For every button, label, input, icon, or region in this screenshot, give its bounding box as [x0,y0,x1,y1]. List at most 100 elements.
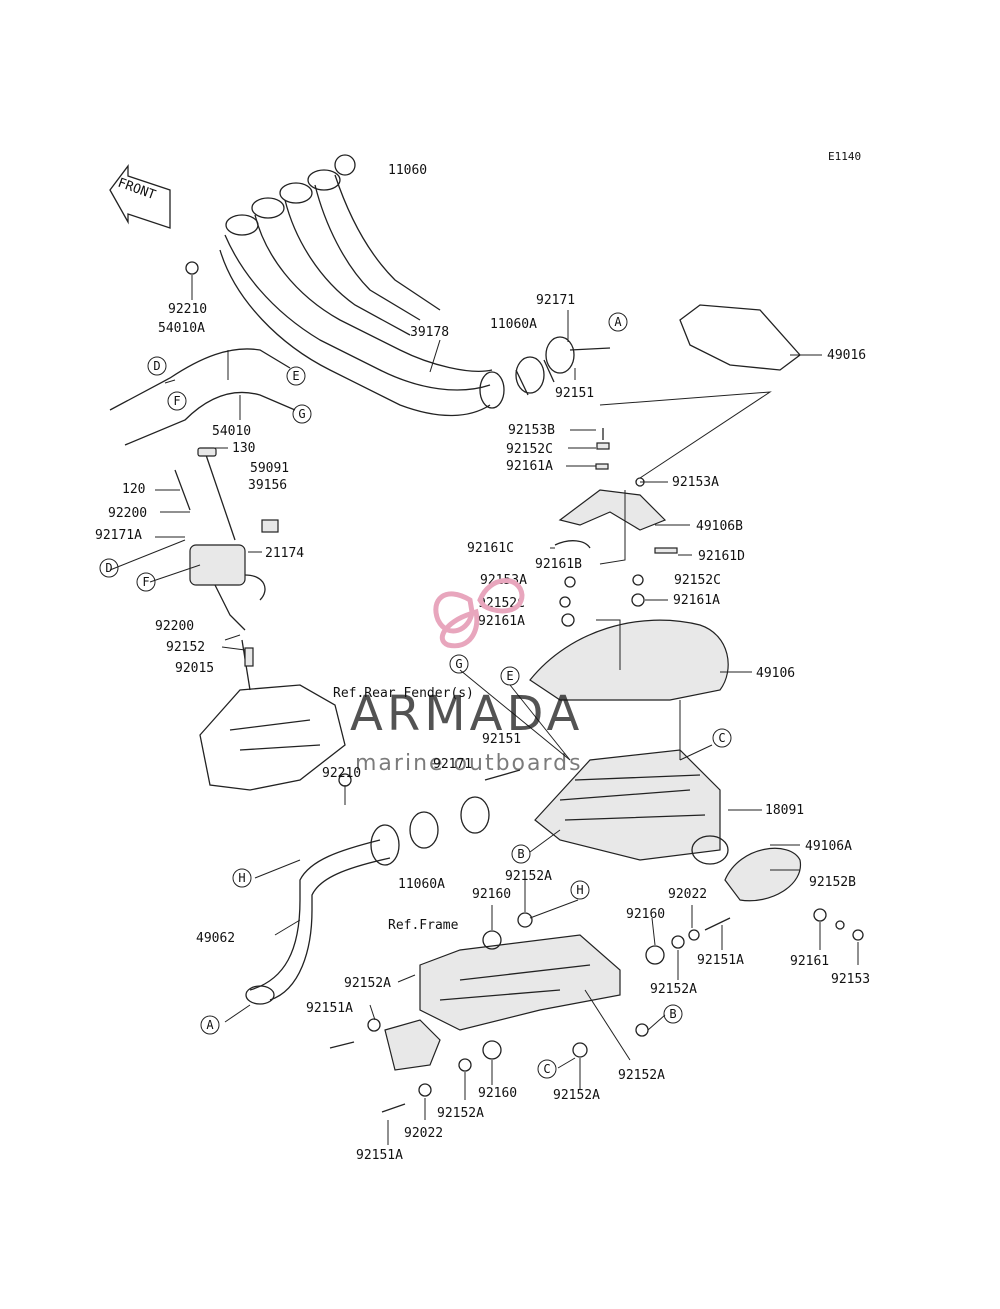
part-label: 92151A [356,1148,403,1163]
part-label: 92160 [626,907,665,922]
part-label: 92161C [467,541,514,556]
part-label: 92152A [505,869,552,884]
callout-C2: C [537,1059,557,1079]
part-label: 92152A [650,982,697,997]
part-label: 92161A [478,614,525,629]
part-label: 92171 [433,757,472,772]
svg-text:E: E [292,369,299,383]
part-label: 49062 [196,931,235,946]
callout-D2: D [99,558,119,578]
part-label: 92210 [322,766,361,781]
part-label: 49106A [805,839,852,854]
svg-text:B: B [517,847,524,861]
svg-text:A: A [206,1018,214,1032]
watermark-tagline: marine outboards [355,751,583,776]
callout-G1: G [292,404,312,424]
part-label: 92152C [674,573,721,588]
svg-text:G: G [298,407,305,421]
svg-text:D: D [105,561,112,575]
front-arrow [109,164,171,229]
callout-B2: B [663,1004,683,1024]
part-label: 92015 [175,661,214,676]
part-label: 92151A [306,1001,353,1016]
muffler-end-cap [724,847,801,902]
callout-A2: A [200,1015,220,1035]
part-label: 11060 [388,163,427,178]
part-label: 92160 [478,1086,517,1101]
part-label: 130 [232,441,255,456]
part-label: 92151 [482,732,521,747]
part-label: 39178 [410,325,449,340]
part-label: 18091 [765,803,804,818]
svg-text:C: C [718,731,725,745]
hardware [185,261,864,1113]
muffler-18091 [534,749,729,865]
diagram-code: E1140 [828,150,861,163]
leader-lines [109,275,859,1145]
exhaust-header-pipes [219,154,505,417]
part-label: 92022 [404,1126,443,1141]
part-label: 92152A [344,976,391,991]
callout-C1: C [712,728,732,748]
callout-H1: H [232,868,252,888]
part-label: 92161A [673,593,720,608]
part-label: 92200 [108,506,147,521]
svg-text:A: A [614,315,622,329]
part-label: 39156 [248,478,287,493]
callout-G2: G [449,654,469,674]
svg-text:B: B [669,1007,676,1021]
part-label: 21174 [265,546,304,561]
ref-frame: Ref.Frame [388,918,459,933]
heat-shield-49016 [679,304,801,371]
part-label: 92161D [698,549,745,564]
part-label: 92152B [809,875,856,890]
callout-A1: A [608,312,628,332]
part-label: 92171 [536,293,575,308]
part-label: 92160 [472,887,511,902]
part-label: 92152A [618,1068,665,1083]
watermark-brand: ARMADA [350,686,583,742]
part-label: 92152A [437,1106,484,1121]
part-labels: E1140 11060 92210 54010A 92171 11060A 39… [95,150,870,1163]
callout-D1: D [147,356,167,376]
part-label: 11060A [398,877,445,892]
part-label: 92152 [166,640,205,655]
part-label: 92152A [553,1088,600,1103]
svg-text:F: F [142,575,149,589]
exhaust-pipe-49062 [245,796,490,1005]
part-label: 92210 [168,302,207,317]
part-label: 92022 [668,887,707,902]
cables [109,348,296,446]
svg-text:H: H [576,883,583,897]
part-label: 54010A [158,321,205,336]
part-label: 92161 [790,954,829,969]
svg-text:D: D [153,359,160,373]
part-label: 49106B [696,519,743,534]
svg-text:C: C [543,1062,550,1076]
callout-F2: F [136,572,156,592]
part-label: 54010 [212,424,251,439]
callout-B1: B [511,844,531,864]
ref-rear-fender: Ref.Rear Fender(s) [333,686,474,701]
muffler-cover-upper [558,489,667,531]
callout-H2: H [570,880,590,900]
part-label: 49016 [827,348,866,363]
part-label: 92151 [555,386,594,401]
part-label: 92151A [697,953,744,968]
callout-E2: E [500,666,520,686]
svg-text:E: E [506,669,513,683]
part-label: 92161A [506,459,553,474]
muffler-cover-49106 [529,619,729,701]
svg-text:H: H [238,871,245,885]
callout-F1: F [167,391,187,411]
part-label: 59091 [250,461,289,476]
svg-text:G: G [455,657,462,671]
callout-E1: E [286,366,306,386]
watermark: ARMADA marine outboards [350,578,583,776]
part-label: 92161B [535,557,582,572]
part-label: 49106 [756,666,795,681]
part-label: 11060A [490,317,537,332]
propeller-logo [433,578,525,649]
